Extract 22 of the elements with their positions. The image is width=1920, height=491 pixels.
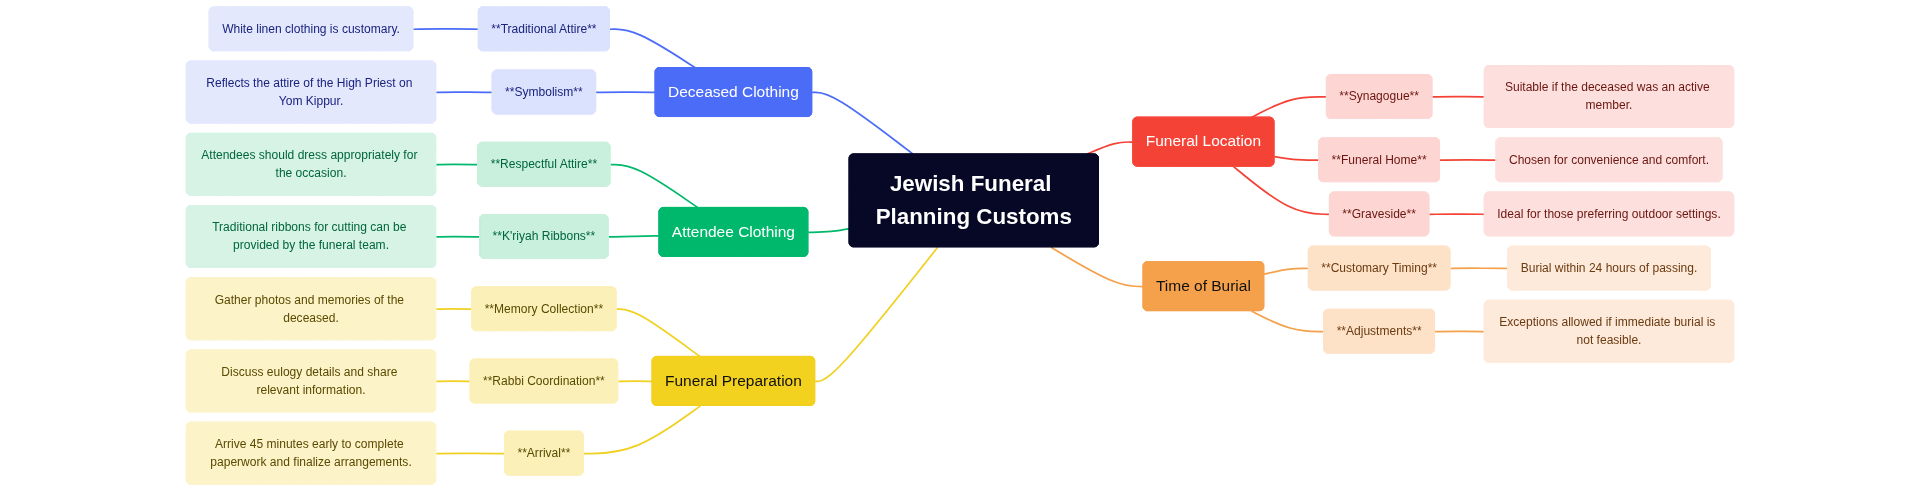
connector: [435, 235, 481, 238]
connector: [615, 308, 702, 358]
connector: [617, 380, 654, 383]
connector: [1439, 159, 1498, 161]
connector: [1273, 155, 1320, 161]
connector: [435, 91, 494, 94]
connector: [609, 163, 700, 209]
connector: [595, 91, 657, 94]
connector: [1434, 330, 1486, 333]
connector: [435, 380, 472, 383]
connector: [1250, 96, 1328, 119]
connector: [814, 246, 939, 383]
connector: [412, 28, 480, 31]
connector: [582, 405, 702, 455]
connector: [609, 28, 697, 69]
connector: [1050, 246, 1145, 288]
connector: [1263, 267, 1310, 275]
connector: [1232, 165, 1331, 216]
connector: [1431, 95, 1486, 98]
connector: [435, 452, 506, 455]
connector: [807, 227, 851, 234]
connector: [1428, 213, 1486, 216]
